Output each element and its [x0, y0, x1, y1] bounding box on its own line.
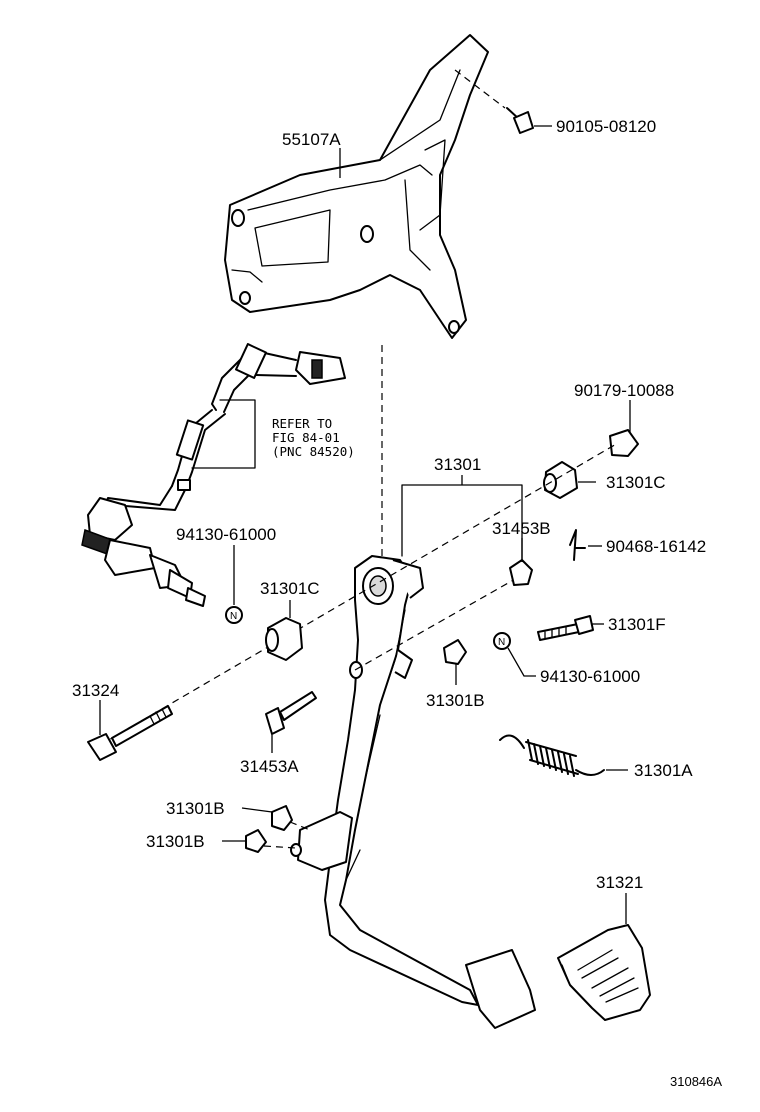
label-55107A: 55107A	[282, 130, 341, 149]
leader-31301b-1	[241, 807, 273, 813]
label-31324: 31324	[72, 681, 119, 700]
label-90179-10088: 90179-10088	[574, 381, 674, 400]
bushing-c-left	[265, 617, 303, 661]
bolt-a	[265, 691, 317, 735]
cushion-b-mid	[443, 639, 467, 665]
label-31301: 31301	[434, 455, 481, 474]
label-90105-08120: 90105-08120	[556, 117, 656, 136]
pedal-bracket	[224, 34, 489, 339]
clutch-pedal-arm	[290, 555, 536, 1029]
label-31301C-right: 31301C	[606, 473, 666, 492]
pivot-axis-line	[99, 442, 619, 746]
label-31453B: 31453B	[492, 519, 551, 538]
return-spring	[499, 734, 605, 777]
nut-symbol-right-letter: N	[498, 637, 505, 648]
nut-symbol-left	[225, 606, 243, 624]
stop-lamp-switch	[81, 343, 346, 607]
label-31301B-mid: 31301B	[426, 691, 485, 710]
bushing-nut	[609, 429, 639, 457]
label-31301A: 31301A	[634, 761, 693, 780]
bushing-c-right	[543, 461, 578, 499]
label-31301B-2: 31301B	[146, 832, 205, 851]
label-90468-16142: 90468-16142	[606, 537, 706, 556]
bolt-f	[537, 615, 594, 641]
long-bolt	[87, 705, 173, 761]
nut-symbol-left-letter: N	[230, 611, 237, 622]
pin-clip-icon	[569, 529, 586, 561]
nut-symbol-right	[493, 632, 511, 650]
refer-note-line1: REFER TO	[272, 416, 332, 431]
top-bolt	[454, 69, 534, 134]
figure-id: 310846A	[670, 1074, 722, 1089]
label-31301C-left: 31301C	[260, 579, 320, 598]
refer-note-line3: (PNC 84520)	[272, 444, 355, 459]
pedal-pad	[557, 924, 651, 1021]
label-31301B-1: 31301B	[166, 799, 225, 818]
leader-94130-right	[507, 647, 536, 677]
refer-note-line2: FIG 84-01	[272, 430, 340, 445]
label-31321: 31321	[596, 873, 643, 892]
cushion-b-1	[271, 805, 293, 831]
label-94130-61000-right: 94130-61000	[540, 667, 640, 686]
refer-bracket-line	[191, 399, 256, 469]
cushion-b-2	[245, 829, 267, 853]
label-94130-61000-left: 94130-61000	[176, 525, 276, 544]
label-31453A: 31453A	[240, 757, 299, 776]
label-31301F: 31301F	[608, 615, 666, 634]
bushing-b-top	[509, 559, 533, 586]
